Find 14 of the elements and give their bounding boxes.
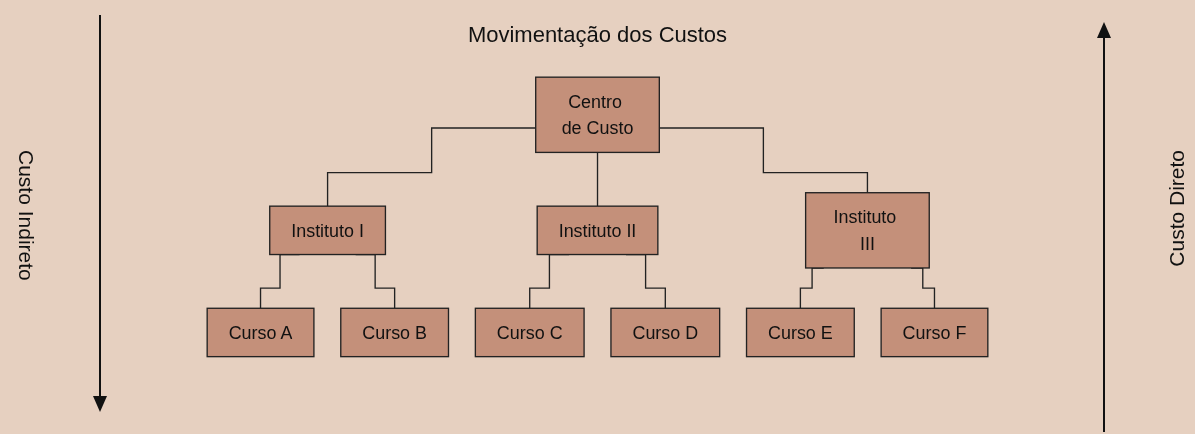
org-box: Curso A — [206, 307, 315, 358]
axis-label: Custo Indireto — [14, 150, 38, 281]
org-box: Instituto III — [804, 192, 930, 269]
org-box: Curso D — [610, 307, 721, 358]
axis-label: Custo Direto — [1165, 150, 1189, 267]
org-box: Instituto I — [269, 205, 387, 256]
org-box: Curso E — [745, 307, 855, 358]
org-box: Instituto II — [536, 205, 659, 256]
connector — [596, 151, 599, 207]
org-box: Curso F — [880, 307, 989, 358]
org-box: Curso B — [340, 307, 450, 358]
org-box: Centro de Custo — [535, 76, 660, 154]
diagram-title: Movimentação dos Custos — [467, 22, 728, 48]
org-box: Curso C — [474, 307, 585, 358]
